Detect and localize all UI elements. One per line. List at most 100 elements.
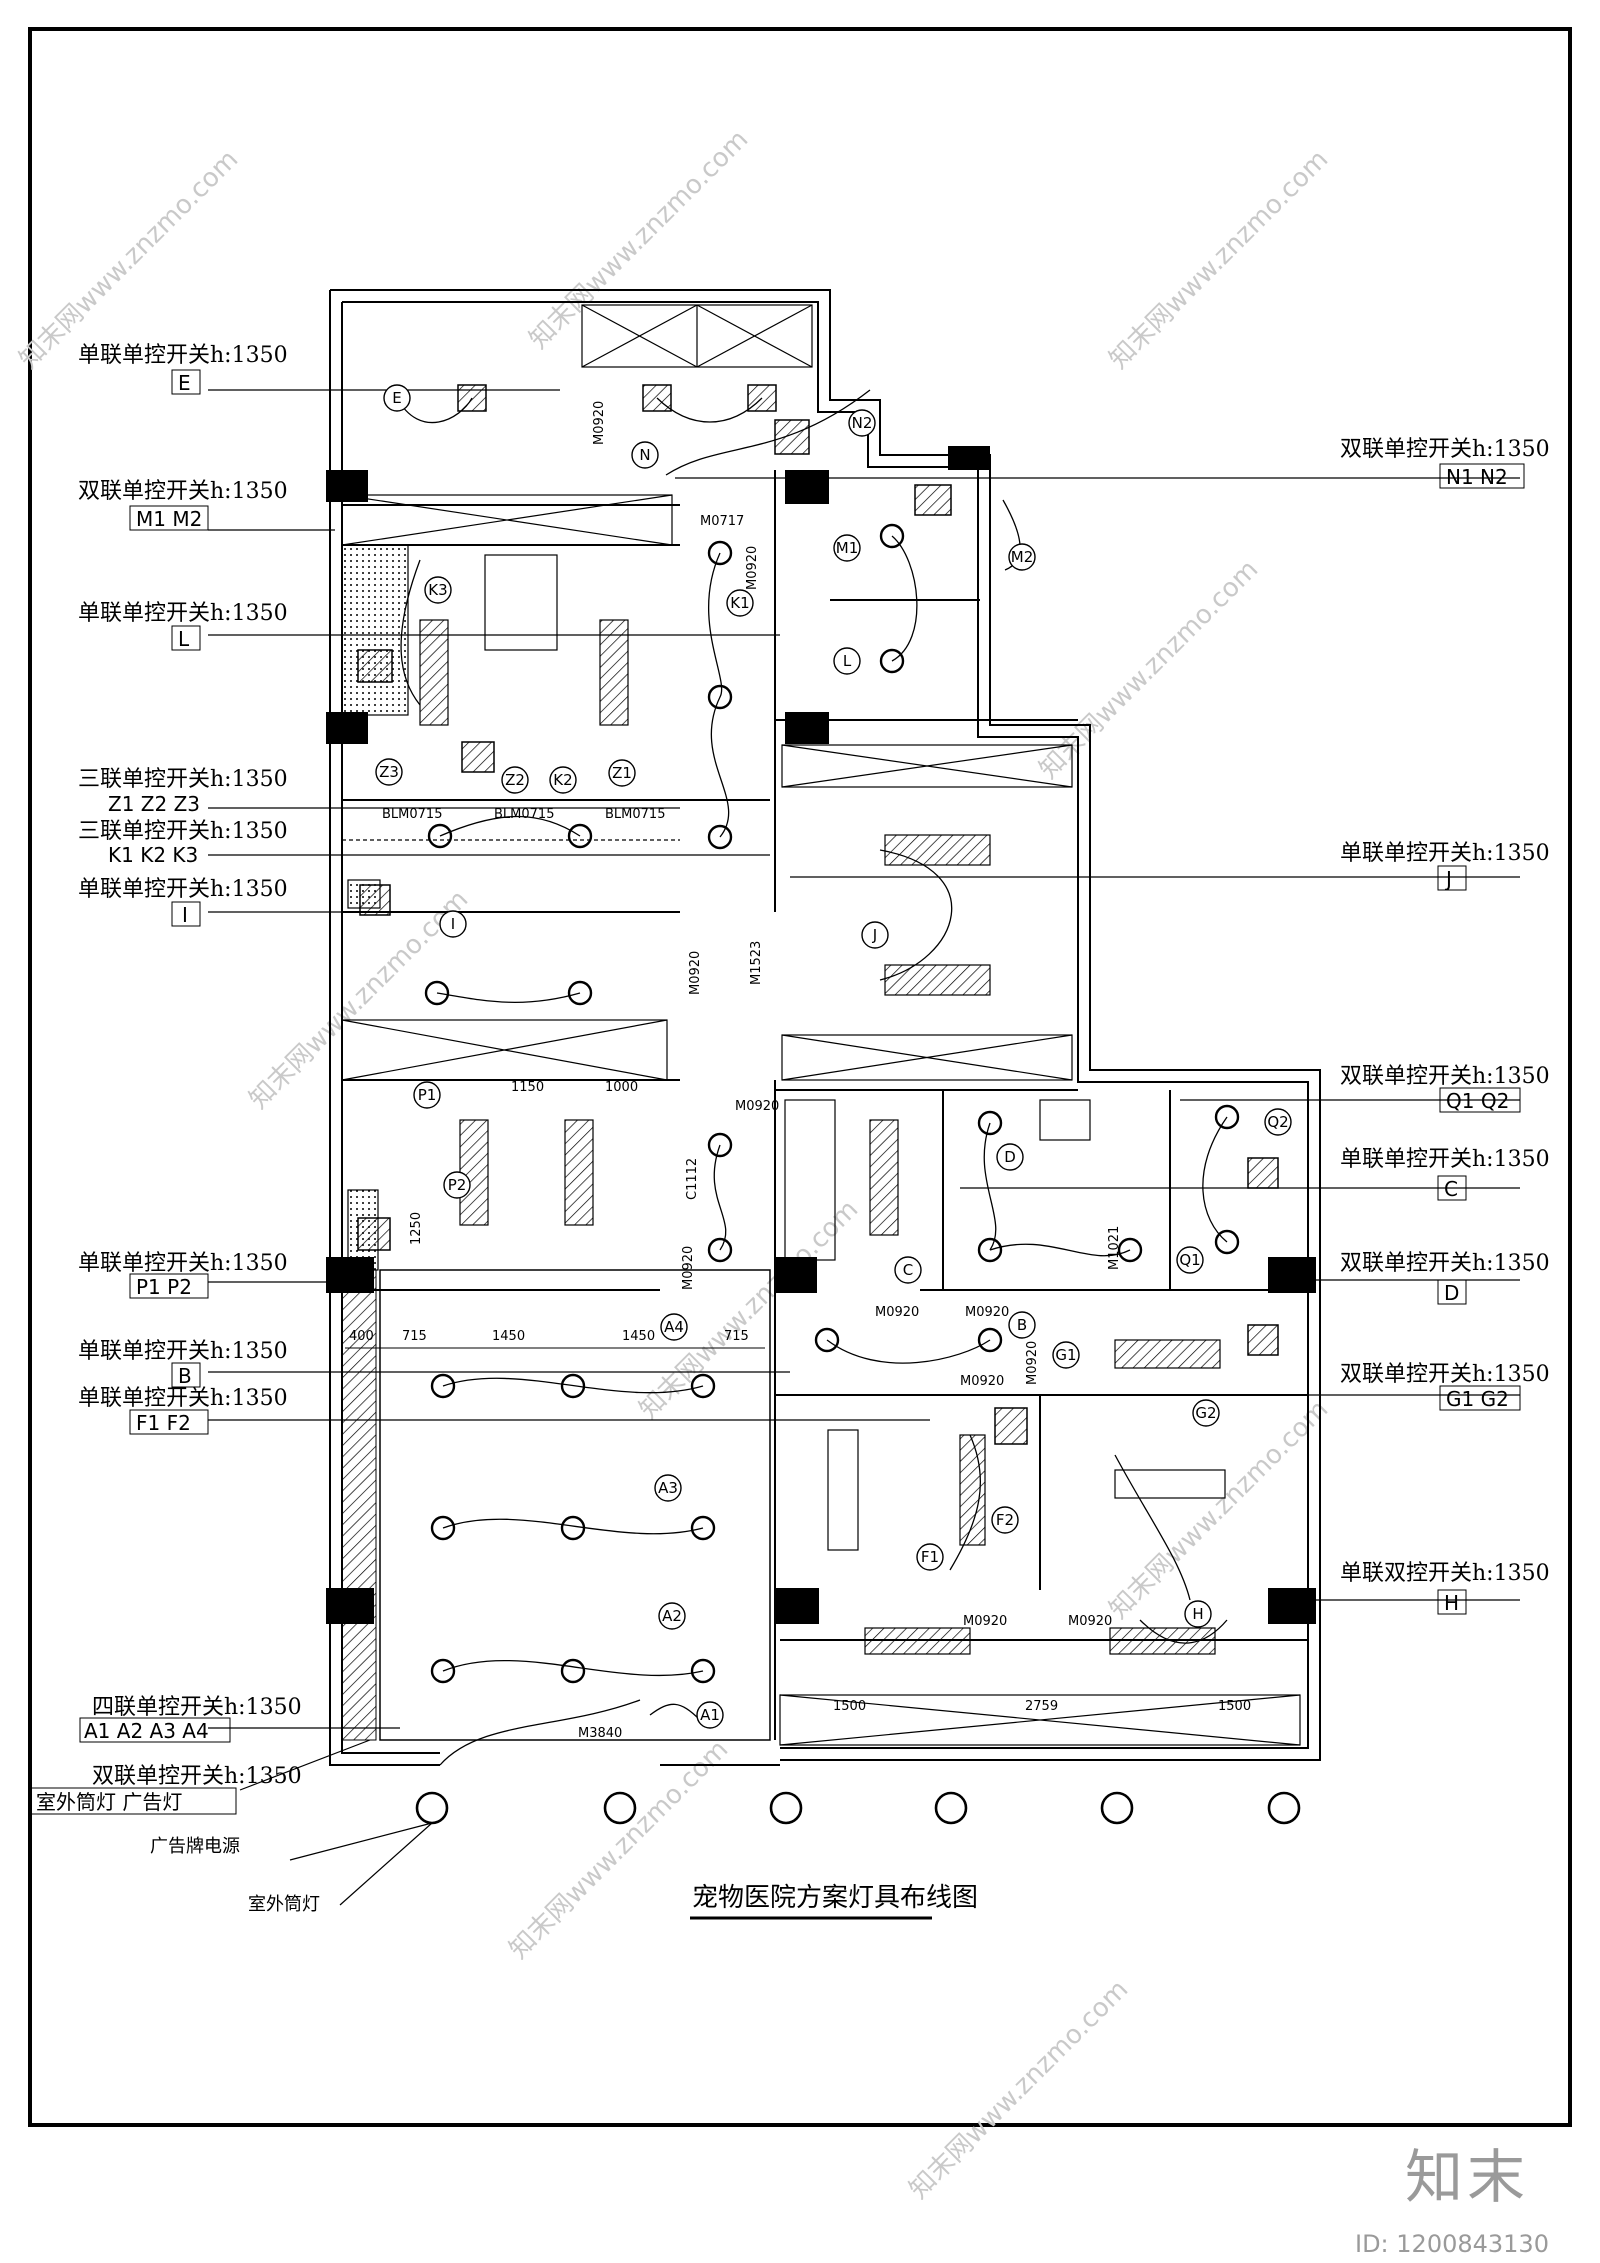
door-code: M0920 xyxy=(875,1305,919,1320)
circuit-tag: Z3 xyxy=(379,763,399,781)
circuit-tag: G2 xyxy=(1195,1404,1216,1422)
circuit-tag-ring xyxy=(501,766,529,794)
circuit-tag: K2 xyxy=(553,771,572,789)
switch-code: Z1 Z2 Z3 xyxy=(108,792,200,816)
circuit-tag-ring xyxy=(861,921,889,949)
switch-label: 三联单控开关h:1350 xyxy=(78,767,288,792)
switch-code: 室外筒灯 广告灯 xyxy=(36,1790,182,1814)
switch-code: A1 A2 A3 A4 xyxy=(84,1719,209,1743)
door-code: M0920 xyxy=(745,546,760,590)
dimension-text: 1000 xyxy=(605,1080,638,1095)
switch-code: F1 F2 xyxy=(136,1411,191,1435)
circuit-tag: K3 xyxy=(428,581,447,599)
switch-label: 单联双控开关h:1350 xyxy=(1340,1561,1550,1586)
dimension-text: 1150 xyxy=(511,1080,544,1095)
circuit-tag: E xyxy=(392,389,401,407)
door-code: M0920 xyxy=(965,1305,1009,1320)
switch-label: 三联单控开关h:1350 xyxy=(78,819,288,844)
door-code: M0920 xyxy=(1025,1341,1040,1385)
switch-label: 双联单控开关h:1350 xyxy=(78,479,288,504)
dimension-text: 1500 xyxy=(1218,1699,1251,1714)
circuit-tag: G1 xyxy=(1055,1346,1076,1364)
switch-label: 四联单控开关h:1350 xyxy=(92,1695,302,1720)
switch-label: 双联单控开关h:1350 xyxy=(1340,1251,1550,1276)
circuit-tag-ring xyxy=(549,766,577,794)
door-code: M0717 xyxy=(700,514,744,529)
watermark-text: 知末网www.znzmo.com xyxy=(14,144,245,375)
circuit-tag-ring xyxy=(1176,1246,1204,1274)
circuit-tag-ring xyxy=(439,910,467,938)
circuit-tag: A1 xyxy=(700,1706,720,1724)
circuit-tag-ring xyxy=(996,1143,1024,1171)
switch-label: 单联单控开关h:1350 xyxy=(78,1339,288,1364)
circuit-tag: I xyxy=(451,915,455,933)
circuit-tag: C xyxy=(903,1261,913,1279)
switch-code: L xyxy=(178,627,190,651)
circuit-tag: N2 xyxy=(852,414,873,432)
dimension-text: 1450 xyxy=(492,1329,525,1344)
watermark-text: 知末网www.znzmo.com xyxy=(1104,144,1335,375)
circuit-tag-ring xyxy=(654,1474,682,1502)
switch-code: J xyxy=(1444,867,1452,891)
circuit-tag-ring xyxy=(1192,1399,1220,1427)
circuit-tag-ring xyxy=(1008,543,1036,571)
circuit-tag-ring xyxy=(833,647,861,675)
switch-label: 单联单控开关h:1350 xyxy=(1340,841,1550,866)
door-code: M0920 xyxy=(1068,1614,1112,1629)
circuit-tag-ring xyxy=(443,1171,471,1199)
outdoor-lights xyxy=(415,1791,1301,1825)
switch-code: I xyxy=(182,903,188,927)
circuit-tag-ring xyxy=(696,1701,724,1729)
drawing-frame xyxy=(28,27,1572,2127)
dimension-text: 715 xyxy=(724,1329,749,1344)
watermark-text: 知末网www.znzmo.com xyxy=(904,1974,1135,2205)
watermark-text: 知末网www.znzmo.com xyxy=(504,1734,735,1965)
door-code: BLM0715 xyxy=(494,807,554,822)
leader-lines xyxy=(208,389,1520,1906)
door-code: M1523 xyxy=(749,941,764,985)
switch-label: 单联单控开关h:1350 xyxy=(78,1251,288,1276)
circuit-tag: Q2 xyxy=(1267,1113,1288,1131)
circuit-tag-ring xyxy=(833,534,861,562)
circuit-tag: M1 xyxy=(836,539,859,557)
switch-code: P1 P2 xyxy=(136,1275,192,1299)
vent-units xyxy=(357,384,1279,1445)
switch-label: 单联单控开关h:1350 xyxy=(78,1386,288,1411)
columns xyxy=(326,446,1316,1624)
circuit-tag-ring xyxy=(375,758,403,786)
door-code: BLM0715 xyxy=(605,807,665,822)
circuit-tag: Z2 xyxy=(505,771,525,789)
watermark-text: 知末网www.znzmo.com xyxy=(634,1194,865,1425)
circuit-tag: K1 xyxy=(730,594,749,612)
watermarks: 知末网www.znzmo.com 知末网www.znzmo.com 知末网www… xyxy=(14,124,1335,2205)
dimension-text: 2759 xyxy=(1025,1699,1058,1714)
circuit-tag-ring xyxy=(1264,1108,1292,1136)
image-id: ID: 1200843130 xyxy=(1355,2230,1549,2258)
circuit-tag-ring xyxy=(658,1602,686,1630)
door-code: M0920 xyxy=(960,1374,1004,1389)
dimension-text: 400 xyxy=(349,1329,374,1344)
watermark-text: 知末网www.znzmo.com xyxy=(1034,554,1265,785)
switch-label: 单联单控开关h:1350 xyxy=(78,601,288,626)
circuit-tag: A4 xyxy=(664,1318,684,1336)
circuit-tag-ring xyxy=(631,441,659,469)
circuit-tag-ring xyxy=(608,759,636,787)
drawing-title: 宠物医院方案灯具布线图 xyxy=(692,1883,978,1913)
switch-label: 双联单控开关h:1350 xyxy=(1340,437,1550,462)
door-code: M0920 xyxy=(688,951,703,995)
circuit-tag: A3 xyxy=(658,1479,678,1497)
circuit-tag: F1 xyxy=(921,1548,939,1566)
switch-code: N1 N2 xyxy=(1446,465,1508,489)
circuit-tag-ring xyxy=(424,576,452,604)
circuit-tag: L xyxy=(843,652,852,670)
circuit-tag-ring xyxy=(1184,1600,1212,1628)
circuit-tag-ring xyxy=(726,589,754,617)
switch-code: C xyxy=(1444,1177,1458,1201)
switch-label: 双联单控开关h:1350 xyxy=(92,1764,302,1789)
circuit-tag: N xyxy=(639,446,650,464)
circuit-tag-ring xyxy=(894,1256,922,1284)
circuit-tag: A2 xyxy=(662,1607,682,1625)
